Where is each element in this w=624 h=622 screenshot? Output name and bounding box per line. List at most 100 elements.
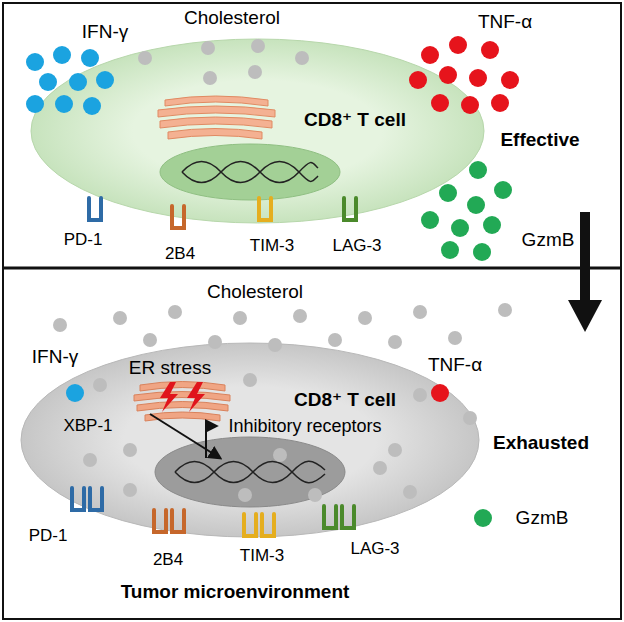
illustration-part xyxy=(259,198,271,220)
illustration-part xyxy=(421,211,439,229)
illustration-part xyxy=(123,443,137,457)
annotation-label: TNF-α xyxy=(478,11,532,33)
illustration-part xyxy=(295,51,309,65)
illustration-part xyxy=(461,96,479,114)
annotation-label: TNF-α xyxy=(428,354,482,376)
illustration-part xyxy=(498,303,512,317)
illustration-part xyxy=(469,69,487,87)
cell-label: CD8⁺ T cell xyxy=(304,109,406,131)
illustration-part xyxy=(172,510,184,532)
illustration-part xyxy=(182,162,318,183)
illustration-part xyxy=(168,129,262,140)
illustration-part xyxy=(93,378,107,392)
divider xyxy=(3,267,621,270)
illustration-part xyxy=(175,462,325,483)
illustration-part xyxy=(481,41,499,59)
illustration-part xyxy=(293,309,307,323)
panel-heading: Effective xyxy=(500,129,579,151)
illustration-part xyxy=(89,198,101,220)
illustration-part xyxy=(403,485,417,499)
granzyme-dot xyxy=(474,509,492,527)
illustration-part xyxy=(439,66,457,84)
endoplasmic-reticulum xyxy=(134,382,230,422)
endoplasmic-reticulum xyxy=(158,96,275,139)
illustration-part xyxy=(421,46,439,64)
illustration-part xyxy=(473,243,491,261)
illustration-part xyxy=(358,311,372,325)
ifn-gamma-dot xyxy=(66,384,84,402)
illustration-part xyxy=(53,46,71,64)
illustration-part xyxy=(168,305,182,319)
illustration-part xyxy=(568,300,602,332)
illustration-part xyxy=(137,402,228,412)
receptor-2b4 xyxy=(172,206,184,228)
illustration-part xyxy=(491,94,509,112)
cell-label: CD8⁺ T cell xyxy=(294,389,396,411)
annotation-label: 2B4 xyxy=(153,550,183,570)
illustration-part xyxy=(69,73,87,91)
cell-ellipse: CD8⁺ T cell xyxy=(20,342,480,538)
receptor-tim3 xyxy=(244,514,274,536)
cell-outline xyxy=(30,38,485,224)
panel-heading: Tumor microenvironment xyxy=(121,581,350,603)
illustration-part xyxy=(134,392,230,402)
illustration-part xyxy=(388,335,402,349)
illustration-part xyxy=(187,382,205,412)
illustration-part xyxy=(501,71,519,89)
cell-ellipse: CD8⁺ T cell xyxy=(30,38,485,224)
illustration-part xyxy=(172,206,184,228)
illustration-part xyxy=(463,411,477,425)
illustration-part xyxy=(26,95,44,113)
illustration-part xyxy=(55,95,73,113)
illustration-part xyxy=(160,382,178,412)
xbp1-arrow xyxy=(150,414,220,458)
illustration-part xyxy=(155,437,345,507)
illustration-part xyxy=(308,488,322,502)
annotation-label: LAG-3 xyxy=(350,539,399,559)
illustration-part xyxy=(373,461,387,475)
receptor-pd1 xyxy=(72,488,102,510)
transcription-arrow xyxy=(206,426,216,458)
illustration-part xyxy=(140,382,225,392)
receptor-2b4 xyxy=(154,510,184,532)
illustration-part xyxy=(342,506,354,528)
illustration-part xyxy=(208,335,222,349)
annotation-label: Cholesterol xyxy=(184,7,280,29)
illustration-part xyxy=(344,198,356,220)
panel-heading: Exhausted xyxy=(493,432,589,454)
annotation-label: Cholesterol xyxy=(207,281,303,303)
granzyme-dots xyxy=(421,161,512,261)
illustration-part xyxy=(262,514,274,536)
illustration-part xyxy=(449,36,467,54)
illustration-part xyxy=(143,333,157,347)
illustration-part xyxy=(83,453,97,467)
annotation-label: PD-1 xyxy=(64,230,103,250)
illustration-part xyxy=(160,144,340,200)
illustration-part xyxy=(409,71,427,89)
illustration-part xyxy=(324,506,336,528)
cell-body xyxy=(21,343,479,537)
cell-outline xyxy=(20,342,480,538)
illustration-part xyxy=(238,488,252,502)
annotation-label: 2B4 xyxy=(165,244,195,264)
illustration-part xyxy=(483,216,501,234)
illustration-part xyxy=(160,117,272,128)
illustration-part xyxy=(90,488,102,510)
illustration-part xyxy=(439,184,457,202)
annotation-label: GzmB xyxy=(522,229,575,251)
illustration-part xyxy=(388,443,402,457)
illustration-part xyxy=(158,106,275,117)
annotation-label: XBP-1 xyxy=(63,416,112,436)
annotation-label: TIM-3 xyxy=(250,236,294,256)
tnf-alpha-dots xyxy=(409,36,519,114)
illustration-part xyxy=(165,96,268,106)
annotation-label: PD-1 xyxy=(29,526,68,546)
annotation-label: Inhibitory receptors xyxy=(228,416,381,437)
ifn-gamma-dots xyxy=(26,46,114,115)
cholesterol-dots xyxy=(53,303,512,502)
annotation-label: GzmB xyxy=(516,507,569,529)
illustration-part xyxy=(81,49,99,67)
receptor-lag3 xyxy=(324,506,354,528)
illustration-part xyxy=(248,65,262,79)
